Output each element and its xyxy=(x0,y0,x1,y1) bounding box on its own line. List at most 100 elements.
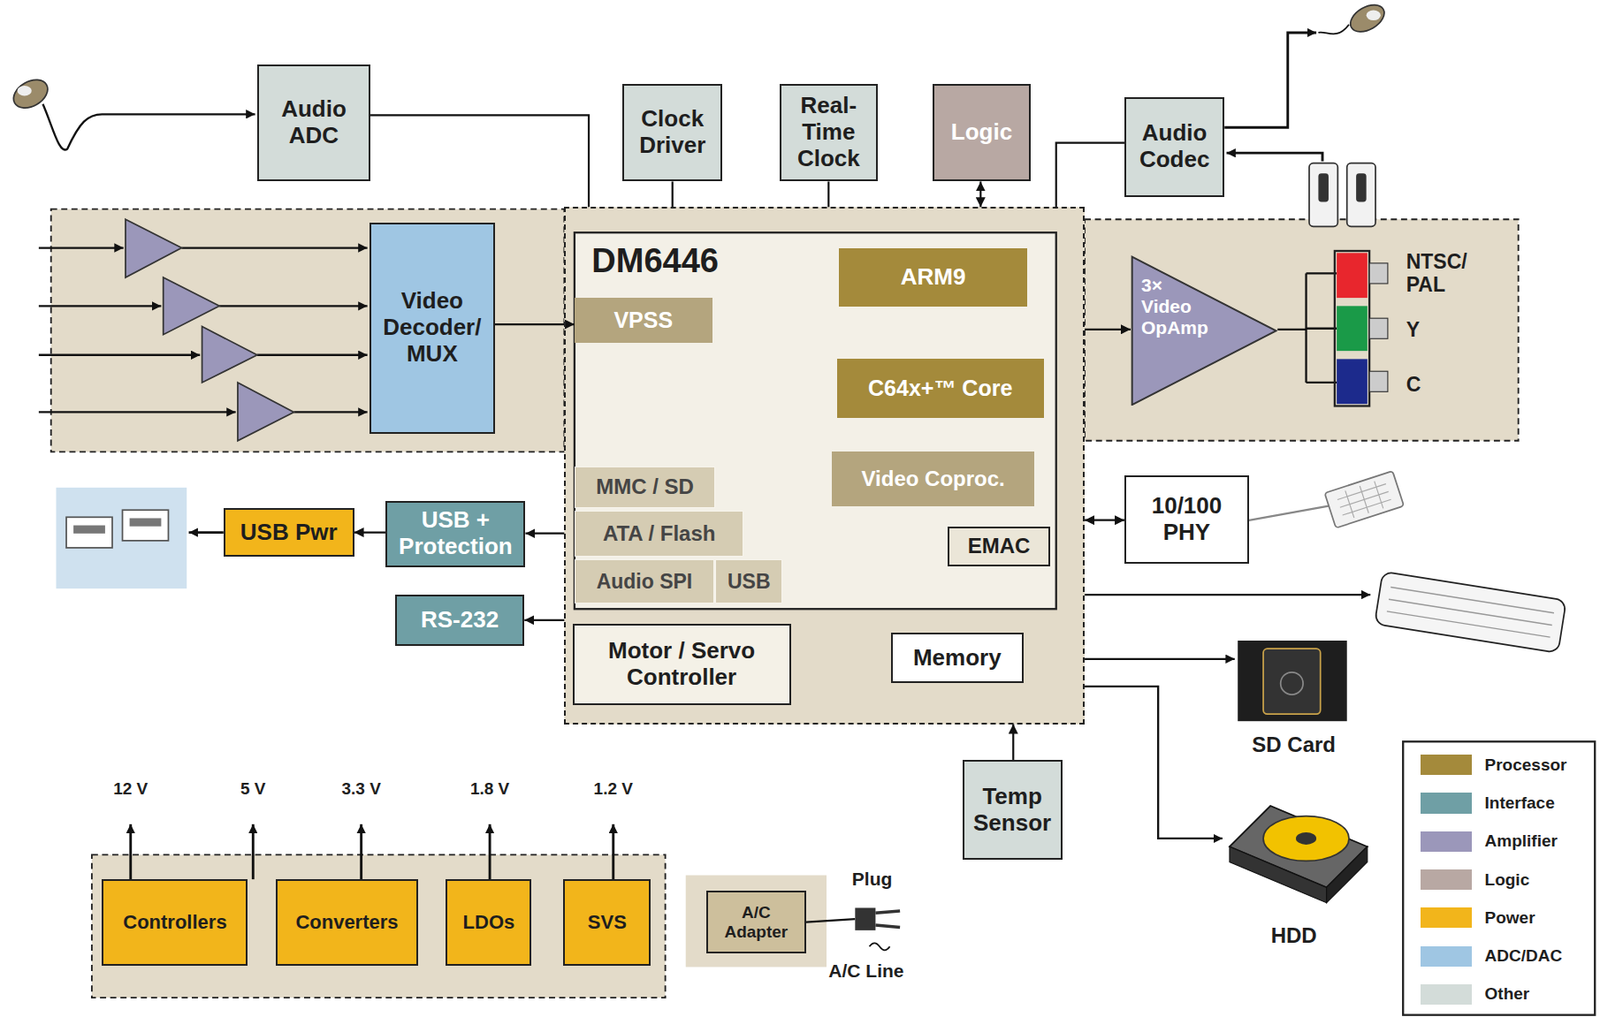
hard-disk-icon xyxy=(1295,832,1317,846)
video-input-band xyxy=(51,209,565,453)
ac-plug-icon xyxy=(806,919,855,922)
connector-line xyxy=(1084,328,1131,331)
video-output-wire xyxy=(1306,272,1338,275)
box-label: Logic xyxy=(951,119,1013,146)
keyboard-icon xyxy=(1374,571,1567,654)
voltage-label: 1.2 V xyxy=(594,779,633,800)
amplifier-triangle: 3× Video OpAmp xyxy=(1130,255,1278,407)
power-box: Converters xyxy=(275,879,420,967)
video-connector-symbol xyxy=(1369,263,1388,284)
sensor-box: Temp Sensor xyxy=(962,760,1063,861)
earphone-icon xyxy=(1224,0,1389,128)
power-rail-arrow xyxy=(359,824,363,880)
peripheral-block: MMC / SD xyxy=(574,466,716,509)
legend-text: Amplifier xyxy=(1485,831,1558,852)
phy-box: 10/100 PHY xyxy=(1124,475,1250,564)
amplifier-symbol xyxy=(202,326,258,382)
ac-plug-icon xyxy=(806,907,900,951)
connector-label: C xyxy=(1406,373,1422,397)
peripheral-block: ATA / Flash xyxy=(574,510,745,557)
speaker-icon xyxy=(1226,152,1377,227)
logic-box: Logic xyxy=(932,83,1031,183)
earphone-icon xyxy=(1318,24,1349,35)
adapter-backdrop xyxy=(685,876,827,968)
power-box: LDOs xyxy=(445,879,532,967)
box-label: A/C Adapter xyxy=(713,903,800,943)
legend-entry: ADC/DAC xyxy=(1420,944,1562,968)
legend-entry: Power xyxy=(1420,906,1536,930)
chip-band-fill xyxy=(563,206,1085,724)
hard-disk-icon xyxy=(1263,816,1349,862)
adapter-box: A/C Adapter xyxy=(706,891,807,955)
ethernet-plug-icon xyxy=(1249,506,1329,521)
hard-disk-icon xyxy=(1084,686,1223,839)
voltage-label: 1.8 V xyxy=(470,779,510,800)
legend-swatch xyxy=(1420,984,1472,1006)
processor-core: C64x+™ Core xyxy=(837,358,1044,419)
clock-box: Clock Driver xyxy=(622,83,723,183)
legend-frame xyxy=(1402,741,1595,1015)
power-rail-arrow xyxy=(129,824,132,880)
voltage-label: 5 V xyxy=(240,779,267,800)
converter-box: Audio ADC xyxy=(257,64,371,183)
memory-box: Memory xyxy=(891,632,1024,685)
video-output-wire xyxy=(1306,327,1338,330)
connector-group xyxy=(354,114,1131,761)
device-label: HDD xyxy=(1271,923,1318,949)
box-label: USB + Protection xyxy=(392,507,519,561)
connector-line xyxy=(979,181,982,207)
power-box: USB Pwr xyxy=(223,508,355,557)
amplifier-symbol xyxy=(125,219,294,442)
legend-entry: Processor xyxy=(1420,754,1568,778)
amplifier-symbol xyxy=(163,277,220,336)
plug-label: A/C Line xyxy=(828,960,904,983)
usb-port-icon xyxy=(73,525,106,534)
ethernet-plug-icon xyxy=(1324,471,1404,528)
power-box: Controllers xyxy=(101,879,248,967)
video-output-wire xyxy=(1277,328,1306,331)
box-label: Converters xyxy=(295,911,398,934)
video-input-wire xyxy=(38,411,237,413)
clock-box: Real-Time Clock xyxy=(779,83,878,183)
interface-box: RS-232 xyxy=(395,594,526,647)
legend-text: Power xyxy=(1485,908,1536,929)
decoder-box: Video Decoder/ MUX xyxy=(369,222,496,435)
video-input-wire xyxy=(293,411,367,413)
voltage-label: 12 V xyxy=(113,779,148,800)
microphone-icon xyxy=(17,85,32,97)
peripheral-block: EMAC xyxy=(947,526,1050,567)
microphone-icon xyxy=(42,104,255,151)
video-connector-symbol xyxy=(1334,251,1388,406)
chip-name: DM6446 xyxy=(591,243,719,278)
box-label: EMAC xyxy=(967,533,1031,559)
legend-entry: Other xyxy=(1420,982,1530,1006)
amplifier-outline xyxy=(1132,256,1277,404)
processor-core: ARM9 xyxy=(838,248,1029,308)
chip-band-fill xyxy=(563,206,1085,724)
legend-entry: Interface xyxy=(1420,792,1555,816)
video-connector-symbol xyxy=(1369,371,1388,392)
power-rail-arrow xyxy=(251,824,255,880)
ethernet-plug-icon xyxy=(1249,471,1404,528)
box-label: Controllers xyxy=(122,911,227,934)
box-label: LDOs xyxy=(463,911,516,934)
legend-entry: Amplifier xyxy=(1420,830,1558,854)
microphone-icon xyxy=(8,74,256,151)
controller-box: Motor / Servo Controller xyxy=(572,624,792,705)
sd-card-icon xyxy=(1237,640,1348,722)
speaker-icon xyxy=(1318,173,1329,202)
sd-card-icon xyxy=(1263,648,1321,715)
legend-swatch xyxy=(1420,869,1472,891)
voltage-label: 3.3 V xyxy=(341,779,381,800)
box-label: Memory xyxy=(913,645,1002,672)
usb-port-icon xyxy=(129,518,162,526)
video-input-wire xyxy=(181,246,367,249)
video-output-wire xyxy=(1306,381,1338,384)
power-rail-arrow xyxy=(488,824,492,880)
legend-swatch xyxy=(1420,754,1472,776)
box-label: Temp Sensor xyxy=(969,784,1056,838)
box-label: SVS xyxy=(587,911,627,934)
speaker-icon xyxy=(1347,163,1376,228)
legend-swatch xyxy=(1420,831,1472,853)
adapter-backdrop xyxy=(685,876,827,968)
